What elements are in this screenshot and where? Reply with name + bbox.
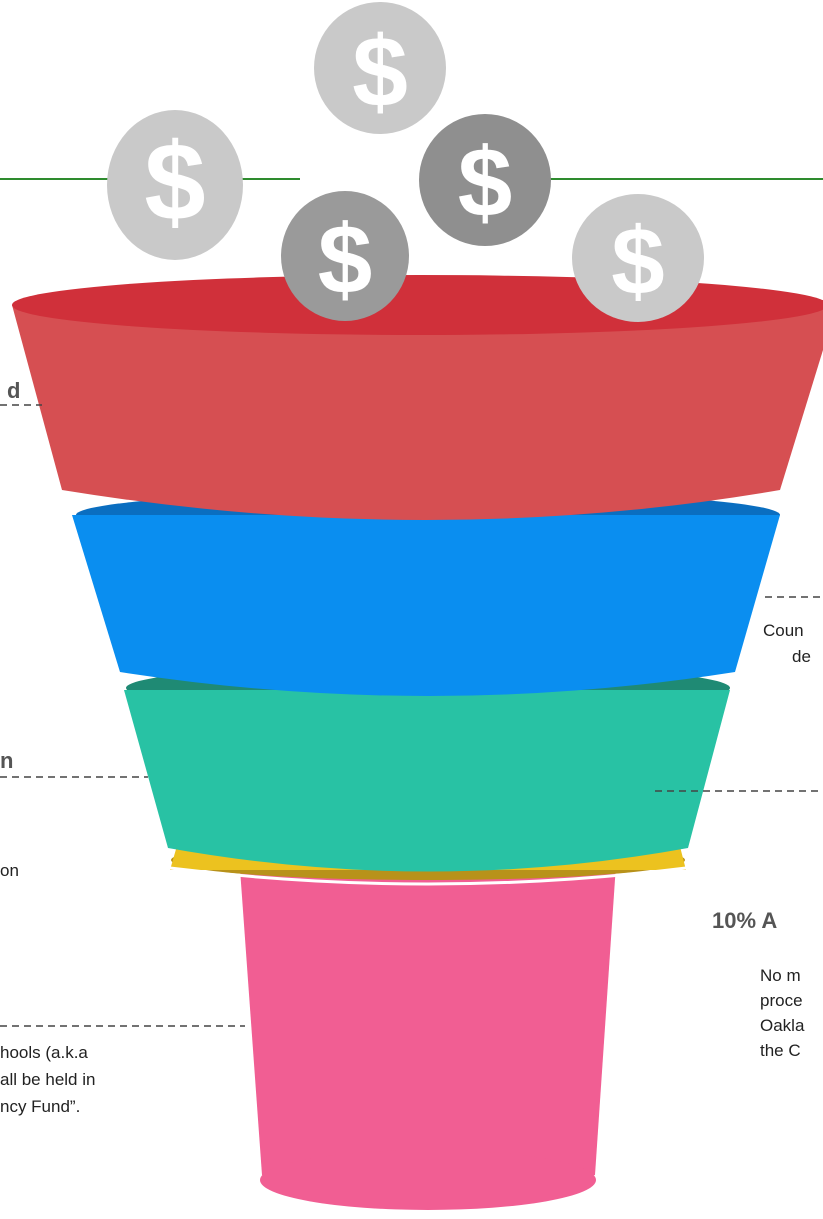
connector-lines: [0, 404, 823, 1027]
tier-3-description: on: [0, 861, 19, 880]
dollar-coin-icon: $: [107, 110, 243, 260]
tier-4-heading: 10% A: [712, 908, 778, 933]
svg-text:$: $: [458, 127, 513, 237]
funnel-tier-2: [72, 491, 780, 696]
funnel-tier-1: [12, 275, 823, 520]
tier-5-description-line-3: ncy Fund”.: [0, 1097, 81, 1116]
accent-rule: [0, 178, 823, 180]
dollar-coin-icon: $: [314, 2, 446, 134]
dollar-coin-icon: $: [572, 194, 704, 322]
tier-5-description-line-1: hools (a.k.a: [0, 1043, 88, 1062]
tier-1-heading: d: [7, 378, 21, 403]
tier-5-description-line-2: all be held in: [0, 1070, 96, 1089]
svg-text:$: $: [318, 204, 373, 314]
tier-4-description-line-2: proce: [760, 991, 803, 1010]
tier-4-description-line-3: Oakla: [760, 1016, 805, 1035]
dollar-coin-icon: $: [419, 114, 551, 246]
svg-text:$: $: [352, 16, 408, 128]
dollar-coin-icon: $: [281, 191, 409, 321]
svg-text:$: $: [611, 208, 664, 315]
tier-4-description-line-4: the C: [760, 1041, 801, 1060]
tier-2-description-line-2: de: [792, 647, 811, 666]
tier-2-description-line-1: Coun: [763, 621, 804, 640]
svg-text:$: $: [144, 121, 205, 244]
tier-4-description-line-1: No m: [760, 966, 801, 985]
tier-3-heading: n: [0, 748, 14, 773]
